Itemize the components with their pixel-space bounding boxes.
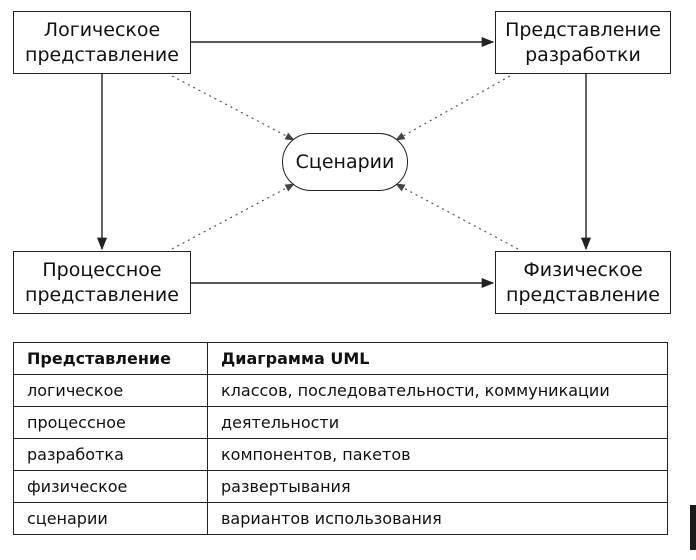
table-row: физическое развертывания	[13, 470, 668, 503]
header-view: Представление	[13, 342, 208, 375]
node-development-line2: разработки	[525, 43, 641, 66]
cell-uml: деятельности	[207, 406, 668, 439]
cell-view: логическое	[13, 374, 208, 407]
edge-logical-to-scenarios	[171, 75, 295, 141]
node-scenarios-label: Сценарии	[295, 150, 395, 173]
node-process-line2: представление	[25, 283, 179, 306]
header-uml-diagram: Диаграмма UML	[207, 342, 668, 375]
node-physical-line1: Физическое	[523, 258, 643, 281]
node-logical-view: Логическое представление	[13, 11, 191, 74]
views-uml-table: Представление Диаграмма UML логическое к…	[13, 342, 668, 535]
node-process-view: Процессное представление	[13, 251, 191, 314]
table-row: логическое классов, последовательности, …	[13, 374, 668, 407]
page-edge-mark	[690, 505, 696, 550]
cell-uml: развертывания	[207, 470, 668, 503]
node-logical-line2: представление	[25, 43, 179, 66]
node-scenarios: Сценарии	[282, 133, 408, 191]
table-row: сценарии вариантов использования	[13, 502, 668, 535]
cell-uml: вариантов использования	[207, 502, 668, 535]
edge-physical-to-scenarios	[395, 183, 519, 250]
table-row: процессное деятельности	[13, 406, 668, 439]
table-row: разработка компонентов, пакетов	[13, 438, 668, 471]
cell-view: сценарии	[13, 502, 208, 535]
cell-view: процессное	[13, 406, 208, 439]
node-development-line1: Представление	[505, 18, 661, 41]
node-physical-line2: представление	[506, 283, 660, 306]
cell-uml: классов, последовательности, коммуникаци…	[207, 374, 668, 407]
node-physical-view: Физическое представление	[495, 251, 671, 314]
table-header-row: Представление Диаграмма UML	[13, 342, 668, 375]
node-process-line1: Процессное	[42, 258, 162, 281]
cell-view: физическое	[13, 470, 208, 503]
edge-development-to-scenarios	[395, 75, 511, 141]
cell-uml: компонентов, пакетов	[207, 438, 668, 471]
edge-process-to-scenarios	[171, 183, 295, 250]
architecture-views-diagram	[96, 36, 592, 289]
node-logical-line1: Логическое	[43, 18, 161, 41]
node-development-view: Представление разработки	[495, 11, 671, 74]
cell-view: разработка	[13, 438, 208, 471]
